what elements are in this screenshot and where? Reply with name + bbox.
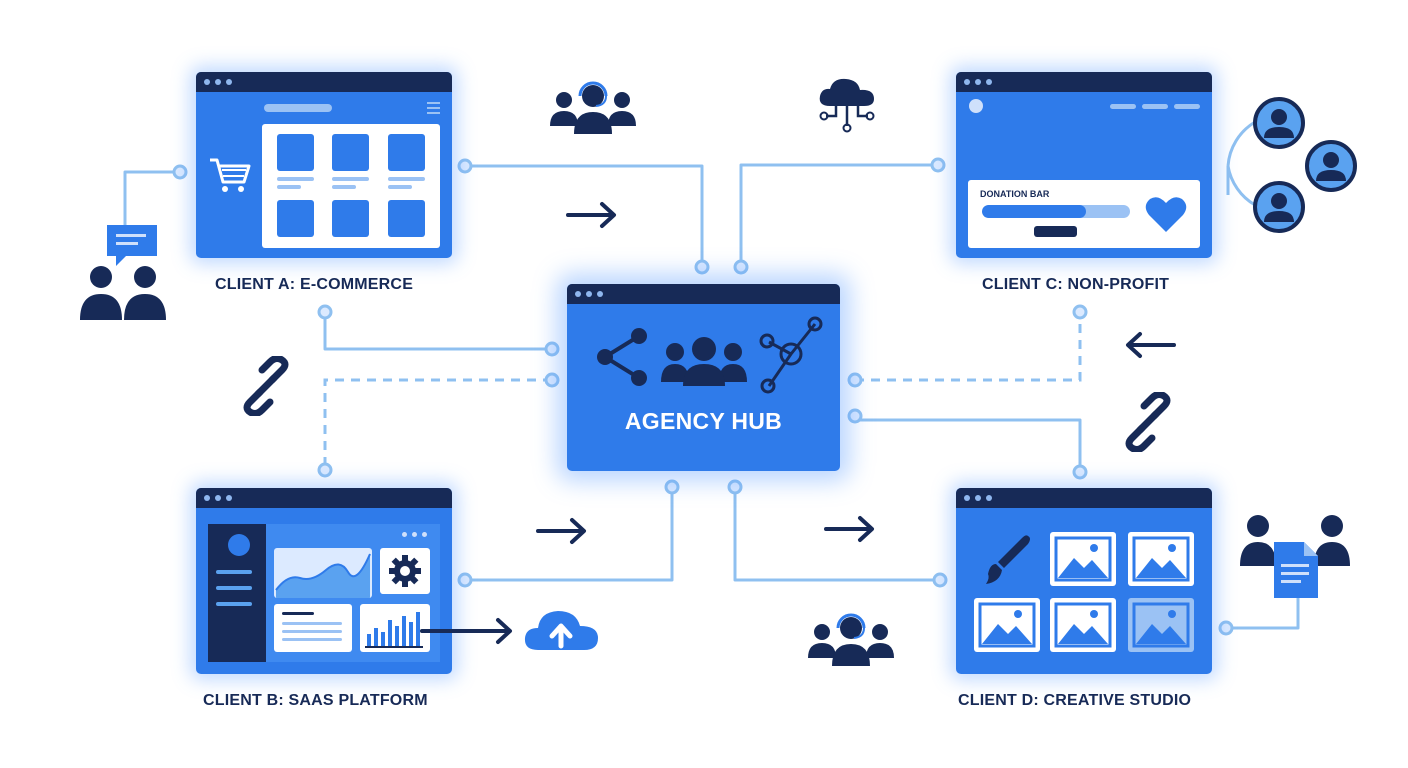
team-icon <box>661 337 747 386</box>
sidebar-item[interactable] <box>216 570 252 574</box>
cloud-network-icon <box>819 78 875 133</box>
product-tile[interactable] <box>332 134 369 171</box>
product-tile[interactable] <box>277 200 314 237</box>
image-tile[interactable] <box>1050 598 1116 652</box>
arrow-right-icon <box>536 518 586 544</box>
client-a-window[interactable] <box>196 72 452 258</box>
paintbrush-icon <box>986 535 1030 584</box>
arrow-right-icon <box>566 202 616 228</box>
nav-link[interactable] <box>1110 104 1136 109</box>
connector-chat-a <box>123 170 180 225</box>
product-tile[interactable] <box>277 134 314 171</box>
connector-hub-b <box>465 487 674 582</box>
support-agent-group-icon <box>550 81 636 134</box>
image-icon <box>1132 536 1190 582</box>
shopping-cart-icon <box>210 158 251 192</box>
dashboard-main <box>266 524 440 662</box>
image-icon <box>1054 536 1112 582</box>
bar-chart-card <box>360 604 430 652</box>
document-icon <box>1274 542 1318 598</box>
users-icon <box>80 266 166 320</box>
avatar <box>228 534 250 556</box>
donate-button[interactable] <box>1034 226 1077 237</box>
image-tile[interactable] <box>1128 532 1194 586</box>
client-a-label: CLIENT A: E-COMMERCE <box>215 276 414 293</box>
donation-progress-track <box>982 205 1130 218</box>
connector-a-hub-2 <box>323 312 552 351</box>
donation-label: DONATION BAR <box>980 189 1050 199</box>
sidebar-item[interactable] <box>216 586 252 590</box>
image-tile[interactable] <box>1128 598 1194 652</box>
gear-icon <box>389 555 421 587</box>
connector-d-doc <box>1226 598 1300 630</box>
product-tile[interactable] <box>332 200 369 237</box>
users-icon <box>1240 515 1350 566</box>
menu-icon[interactable] <box>427 102 440 114</box>
image-gallery <box>956 488 1212 674</box>
donation-panel: DONATION BAR <box>968 180 1200 248</box>
window-titlebar <box>196 488 452 508</box>
product-tile[interactable] <box>388 200 425 237</box>
image-tile[interactable] <box>1050 532 1116 586</box>
logo-dot <box>969 99 983 113</box>
image-tile[interactable] <box>974 598 1040 652</box>
support-agent-group-icon <box>808 613 894 666</box>
nav-link[interactable] <box>1142 104 1168 109</box>
window-titlebar <box>196 72 452 92</box>
client-d-label: CLIENT D: CREATIVE STUDIO <box>958 692 1192 709</box>
connector-a-hub <box>465 164 704 267</box>
network-nodes-icon <box>759 316 823 394</box>
image-icon <box>1132 602 1190 648</box>
arrow-right-icon <box>824 516 874 542</box>
connector-dashed-b <box>323 378 552 470</box>
window-titlebar <box>956 488 1212 508</box>
agency-hub-window[interactable]: AGENCY HUB <box>567 284 840 471</box>
image-icon <box>978 602 1036 648</box>
connector-dashed-c <box>855 312 1082 382</box>
text-card <box>274 604 352 652</box>
area-chart-card <box>274 548 372 598</box>
link-icon <box>1125 392 1171 452</box>
heart-icon <box>1145 197 1187 232</box>
connector-c-hub <box>739 163 938 267</box>
arrow-right-icon <box>420 618 512 644</box>
product-grid-panel <box>262 124 440 248</box>
share-icon <box>597 328 647 386</box>
arrow-left-icon <box>1126 332 1176 358</box>
header-pill <box>264 104 332 112</box>
product-tile[interactable] <box>388 134 425 171</box>
nav-link[interactable] <box>1174 104 1200 109</box>
user-circle-icon <box>1253 97 1305 149</box>
client-c-label: CLIENT C: NON-PROFIT <box>982 276 1170 293</box>
connector-hub-d-2 <box>733 487 940 582</box>
chat-bubble-icon <box>107 225 157 266</box>
client-c-window[interactable]: DONATION BAR <box>956 72 1212 258</box>
dashboard-sidebar <box>208 524 266 662</box>
cloud-upload-icon <box>524 611 598 650</box>
client-b-label: CLIENT B: SAAS PLATFORM <box>203 692 428 709</box>
window-titlebar <box>567 284 840 304</box>
connector-hub-d <box>855 418 1082 472</box>
image-icon <box>1054 602 1112 648</box>
donation-progress-fill <box>982 205 1086 218</box>
hub-title: AGENCY HUB <box>624 408 783 434</box>
user-circle-icon <box>1253 181 1305 233</box>
sidebar-item[interactable] <box>216 602 252 606</box>
user-circle-icon <box>1305 140 1357 192</box>
client-b-window[interactable] <box>196 488 452 674</box>
settings-card[interactable] <box>380 548 430 594</box>
window-titlebar <box>956 72 1212 92</box>
link-icon <box>243 356 289 416</box>
